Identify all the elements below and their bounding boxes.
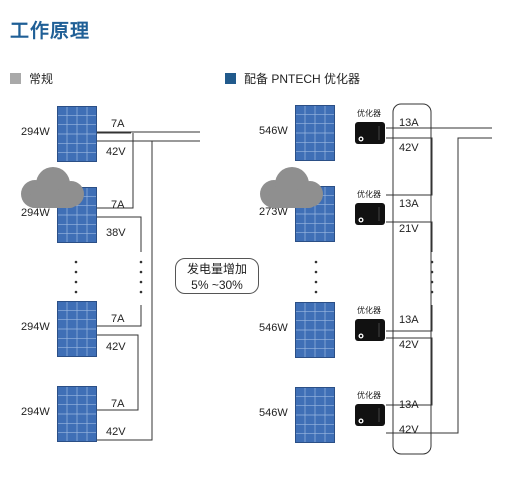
legend-normal: 常规 [10,70,53,87]
right-panel-watt: 546W [259,125,288,137]
right-solar-panel-3 [295,302,335,358]
left-panel-watt: 294W [21,406,50,418]
legend-normal-label: 常规 [29,72,54,86]
optimizer-icon [355,319,385,341]
gain-callout-line1: 发电量增加 [186,262,247,276]
left-cloud-icon [21,167,84,208]
left-panel-watt: 294W [21,207,50,219]
left-panel-voltage: 42V [106,146,126,158]
right-panel-voltage: 21V [399,223,419,235]
gain-callout-line2: 5% ~30% [191,278,243,292]
left-panel-current: 7A [111,398,125,410]
left-solar-panel-1 [57,106,97,162]
right-panel-current: 13A [399,314,419,326]
legend-optimized: 配备 PNTECH 优化器 [225,70,360,87]
left-panel-current: 7A [111,313,125,325]
left-panel-current: 7A [111,118,125,130]
right-panel-current: 13A [399,399,419,411]
right-panel-voltage: 42V [399,424,419,436]
left-panel-current: 7A [111,199,125,211]
right-panel-voltage: 42V [399,339,419,351]
optimizer-icon [355,203,385,225]
optimizer-label: 优化器 [357,190,381,199]
right-cloud-icon [260,167,323,208]
left-panel-voltage: 42V [106,341,126,353]
legend-normal-swatch [10,73,21,84]
legend-optimized-label: 配备 PNTECH 优化器 [244,72,361,86]
left-panel-voltage: 38V [106,227,126,239]
right-panel-voltage: 42V [399,142,419,154]
page-title: 工作原理 [10,20,91,42]
left-panel-voltage: 42V [106,426,126,438]
right-solar-panel-4 [295,387,335,443]
optimizer-icon [355,404,385,426]
optimizer-label: 优化器 [357,391,381,400]
left-panel-watt: 294W [21,126,50,138]
right-solar-panel-1 [295,105,335,161]
right-panel-current: 13A [399,198,419,210]
optimizer-label: 优化器 [357,306,381,315]
left-solar-panel-4 [57,386,97,442]
left-panel-watt: 294W [21,321,50,333]
optimizer-icon [355,122,385,144]
right-panel-watt: 273W [259,206,288,218]
optimizer-label: 优化器 [357,109,381,118]
gain-callout: 发电量增加 5% ~30% [175,258,259,294]
legend-optimized-swatch [225,73,236,84]
right-panel-watt: 546W [259,322,288,334]
left-solar-panel-3 [57,301,97,357]
right-panel-current: 13A [399,117,419,129]
right-panel-watt: 546W [259,407,288,419]
